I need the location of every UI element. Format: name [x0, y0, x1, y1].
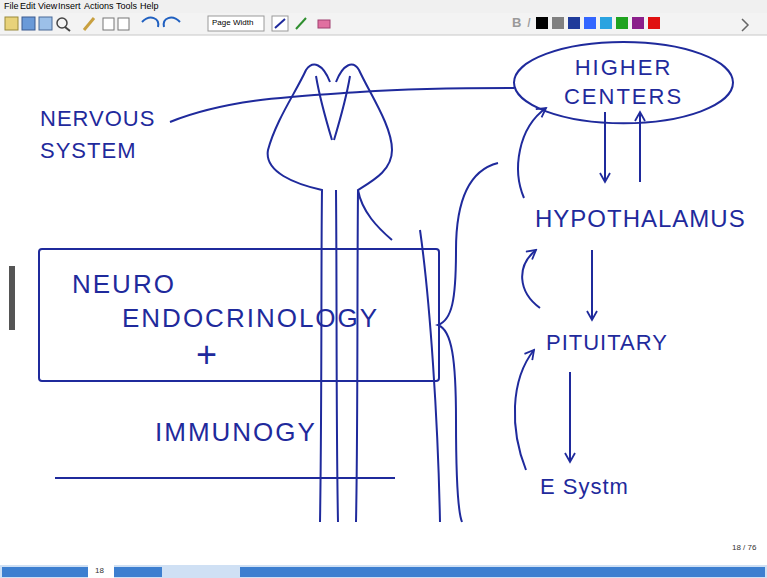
italic-button: I — [527, 16, 531, 31]
brain-fissure — [334, 76, 350, 140]
menu-item: Tools — [116, 1, 137, 11]
menu-item: View — [38, 1, 57, 11]
page-counter: 18 / 76 — [732, 543, 756, 552]
eraser-icon — [318, 20, 330, 28]
node-text: NEURO ENDOCRINOLOGY — [122, 268, 412, 336]
neuroendocrinology-box: NEURO ENDOCRINOLOGY — [38, 248, 440, 382]
node-text: HIGHER CENTERS — [549, 54, 699, 111]
redo-icon — [164, 18, 180, 27]
endocrine-system-label: E Systm — [540, 474, 629, 499]
color-button — [632, 17, 644, 29]
ellipse-outline — [514, 42, 733, 123]
bold-button: B — [512, 16, 521, 31]
hypothalamus-label: HYPOTHALAMUS — [535, 205, 746, 233]
progress-segment — [2, 567, 162, 577]
spinal-outline — [420, 230, 440, 522]
brain-fissure — [316, 76, 332, 140]
page-field — [88, 565, 114, 578]
color-button — [584, 17, 596, 29]
highlighter-icon — [296, 18, 306, 29]
page-number: 18 — [95, 566, 104, 575]
color-button — [616, 17, 628, 29]
toolbar-icon — [118, 18, 129, 30]
menu-item: File — [4, 1, 19, 11]
menu-item: Insert — [58, 1, 81, 11]
pointer-line — [170, 88, 514, 122]
brace — [438, 163, 498, 522]
status-bar — [0, 565, 767, 578]
color-button — [568, 17, 580, 29]
color-button — [536, 17, 548, 29]
down-arrow — [591, 250, 593, 320]
ellipse-outline — [512, 40, 735, 125]
zoom-dropdown — [208, 16, 264, 31]
color-button — [648, 17, 660, 29]
nervous-system-label: NERVOUS SYSTEM — [40, 103, 175, 167]
toolbar-icon — [5, 17, 18, 30]
immunology-label: IMMUNOGY — [155, 418, 317, 448]
toolbar-more — [742, 19, 748, 31]
pen-icon — [275, 19, 285, 28]
zoom-value: Page Width — [212, 18, 253, 27]
menu-item: Actions — [84, 1, 114, 11]
menu-item: Edit — [20, 1, 36, 11]
higher-centers-ellipse: HIGHER CENTERS — [512, 40, 735, 125]
feedback-arrow — [518, 108, 546, 198]
toolbar-icon — [22, 17, 35, 30]
feedback-arrow — [522, 250, 540, 308]
feedback-arrow — [515, 350, 534, 470]
toolbar-icon — [65, 27, 70, 31]
tool-bar — [0, 13, 767, 35]
menu-item: Help — [140, 1, 159, 11]
plus-sign: + — [196, 334, 217, 375]
side-handle — [9, 266, 15, 330]
pen-button — [272, 16, 288, 31]
toolbar-icon — [39, 17, 52, 30]
brain-outline — [268, 65, 330, 522]
pituitary-label: PITUITARY — [546, 330, 668, 355]
toolbar-icon — [84, 18, 94, 30]
tool-bar-border — [0, 35, 767, 36]
undo-icon — [142, 18, 158, 27]
progress-segment — [240, 567, 765, 577]
menu-bar — [0, 0, 767, 13]
spinal-cord — [336, 190, 338, 522]
toolbar-icon — [103, 18, 114, 30]
underline — [55, 477, 395, 479]
down-arrow — [569, 372, 571, 462]
spinal-cord — [356, 190, 358, 522]
color-button — [600, 17, 612, 29]
color-button — [552, 17, 564, 29]
